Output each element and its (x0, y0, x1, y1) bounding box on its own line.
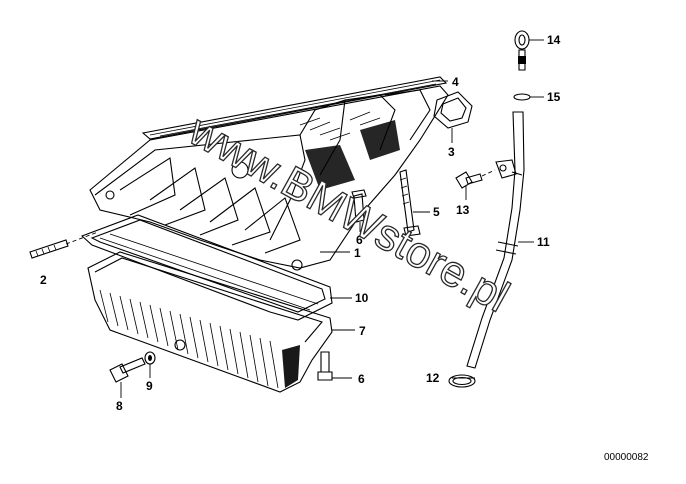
callout-numbers: 1 2 3 4 5 6 6 7 8 9 10 11 12 13 14 15 (40, 33, 561, 413)
callout-2: 2 (40, 273, 47, 287)
washer-9 (144, 351, 156, 365)
dipstick-tube-11 (466, 111, 525, 369)
callout-12: 12 (426, 371, 440, 385)
callout-11: 11 (537, 235, 550, 249)
drain-plug-8 (109, 357, 146, 383)
callout-6-lower: 6 (358, 372, 365, 386)
dipstick-14 (514, 30, 530, 71)
bolt-5 (399, 169, 421, 237)
rubber-mount (433, 91, 473, 129)
callout-13: 13 (456, 203, 470, 217)
bolt-6-lower (317, 351, 333, 381)
callout-15: 15 (547, 90, 561, 104)
leader-lines (65, 39, 544, 398)
bolt-6-upper (351, 189, 367, 223)
callout-10: 10 (355, 291, 369, 305)
upper-oil-pan (89, 76, 449, 271)
bolt-13 (455, 171, 483, 189)
callout-9: 9 (146, 379, 153, 393)
callout-3: 3 (448, 145, 455, 159)
callout-4: 4 (452, 75, 459, 89)
o-ring-15 (513, 93, 531, 101)
reference-code: 00000082 (604, 452, 649, 463)
top-gasket (141, 76, 448, 140)
callout-6-upper: 6 (356, 233, 363, 247)
callout-14: 14 (547, 33, 561, 47)
callout-5: 5 (433, 205, 440, 219)
oil-pan-gasket (80, 214, 333, 321)
lower-oil-pan (87, 251, 333, 393)
bracket-13 (495, 159, 523, 179)
callout-1: 1 (354, 246, 361, 260)
callout-7: 7 (359, 324, 366, 338)
callout-8: 8 (116, 399, 123, 413)
o-ring-12 (448, 374, 476, 388)
stud-2 (29, 239, 69, 259)
